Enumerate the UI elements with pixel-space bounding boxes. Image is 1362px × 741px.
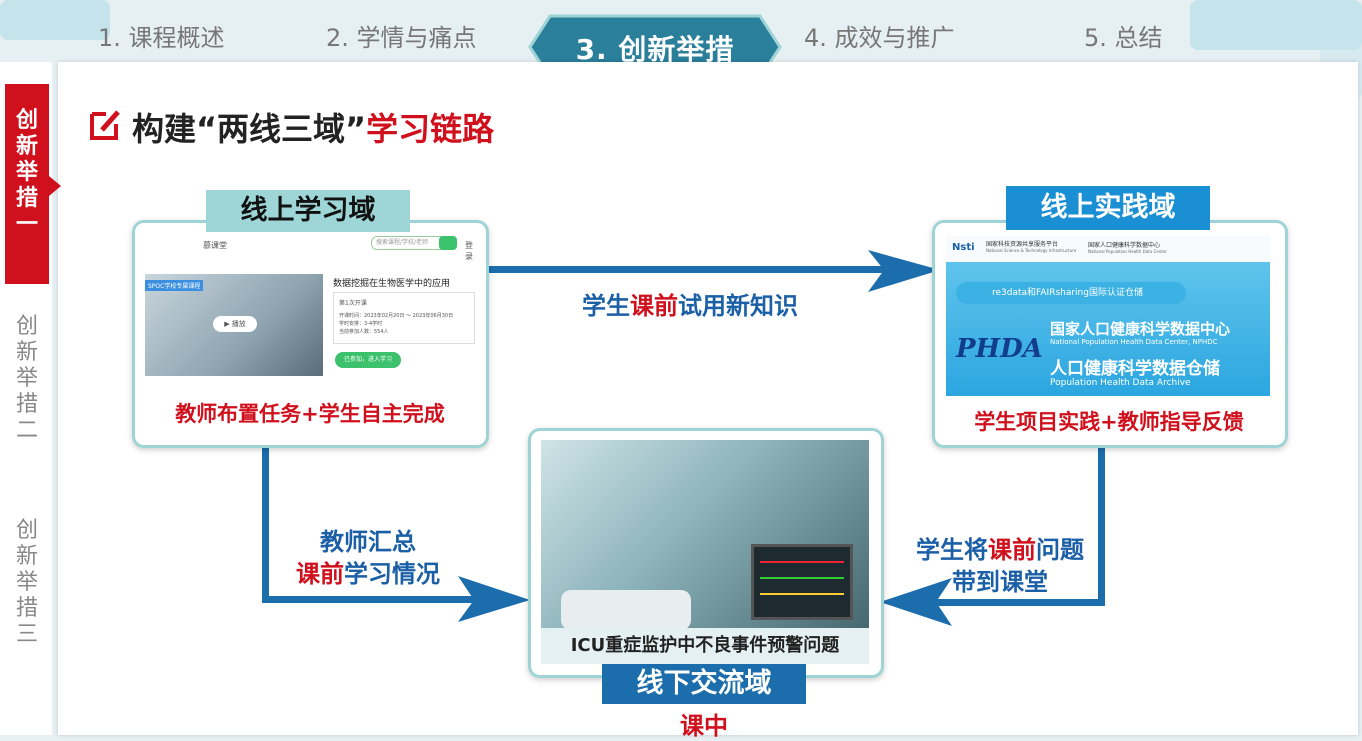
- bed-illustration: [561, 590, 691, 630]
- arrow-top-text: 学生课前试用新知识: [490, 286, 890, 321]
- arrow-right-line2: 带到课堂: [952, 568, 1048, 596]
- edit-icon: [90, 110, 120, 140]
- join-course-button[interactable]: 已参加，进入学习: [335, 352, 401, 368]
- course-students: 当前参加人数：554人: [339, 329, 389, 335]
- arrow-top-shaft: [484, 266, 888, 273]
- offline-exchange-label: 线下交流域: [602, 664, 806, 704]
- arrow-left-horizontal: [262, 596, 482, 603]
- arrow-right-text-part: 学生将: [916, 536, 988, 564]
- title-part-black: 构建“两线三域”: [132, 110, 367, 148]
- side-item-label: 创新举措二: [15, 314, 38, 443]
- in-class-label: 课中: [680, 712, 728, 740]
- icu-photo: ICU重症监护中不良事件预警问题: [541, 440, 869, 664]
- play-label: 播放: [231, 320, 246, 328]
- tab-results-promotion[interactable]: 4. 成效与推广: [804, 24, 955, 52]
- course-video-thumbnail[interactable]: SPOC学校专属课程 ▶ 播放: [145, 274, 323, 376]
- search-icon[interactable]: [439, 236, 457, 250]
- puzzle-piece-decoration: [0, 0, 110, 40]
- arrow-right-text-part: 课前: [988, 536, 1036, 564]
- side-item-label: 创新举措一: [15, 108, 38, 237]
- phda-cn-title: 国家人口健康科学数据中心: [1050, 320, 1231, 338]
- nsti-name-en: National Science & Technology Infrastruc…: [986, 248, 1077, 253]
- arrow-top-text-part: 试用新知识: [678, 292, 798, 320]
- side-item-measure-one[interactable]: 创新举措一: [5, 84, 61, 284]
- mooc-login-link[interactable]: 登录: [465, 241, 473, 261]
- arrow-right-text: 学生将课前问题 带到课堂: [890, 534, 1110, 598]
- arrow-left-text-part: 课前: [296, 560, 344, 588]
- arrow-right-horizontal: [930, 599, 1105, 606]
- tab-course-overview[interactable]: 1. 课程概述: [98, 24, 225, 52]
- arrow-left-vertical: [262, 446, 269, 602]
- arrow-top-text-part: 学生: [582, 292, 630, 320]
- mooc-screenshot: 慕课堂 搜索课程/学校/老师 登录 SPOC学校专属课程 ▶ 播放 数据挖掘在生…: [143, 232, 479, 388]
- side-item-label: 创新举措三: [15, 518, 38, 647]
- title-part-red: 学习链路: [366, 110, 495, 148]
- arrow-left-line1: 教师汇总: [320, 528, 416, 556]
- phda-cn-subtitle: 人口健康科学数据仓储: [1050, 359, 1220, 379]
- arrow-left-head: [458, 576, 530, 622]
- phda-logo: PHDA: [956, 334, 1043, 364]
- online-learning-caption: 教师布置任务+学生自主完成: [175, 402, 445, 426]
- phda-en-subtitle: Population Health Data Archive: [1050, 378, 1191, 388]
- course-term: 第1次开课: [339, 300, 367, 307]
- arrow-right-text-part: 问题: [1036, 536, 1084, 564]
- phda-en-title: National Population Health Data Center, …: [1050, 338, 1218, 346]
- arrow-left-text: 教师汇总 课前学习情况: [278, 526, 458, 590]
- center-name-small: 国家人口健康科学数据中心: [1088, 242, 1161, 249]
- arrow-right-head: [880, 578, 952, 626]
- arrow-left-text-part: 学习情况: [344, 560, 440, 588]
- course-hours: 学时安排：3-4学时: [339, 321, 383, 327]
- course-tag: SPOC学校专属课程: [145, 280, 204, 291]
- play-button[interactable]: ▶ 播放: [213, 316, 257, 332]
- active-tab-label: 3. 创新举措: [575, 33, 735, 66]
- side-item-measure-two[interactable]: 创新举措二: [5, 314, 49, 464]
- center-name-small-en: National Population Health Data Center: [1088, 249, 1167, 254]
- arrow-right-vertical: [1098, 442, 1105, 606]
- side-item-measure-three[interactable]: 创新举措三: [5, 518, 49, 668]
- page-title: 构建“两线三域”学习链路: [132, 104, 494, 150]
- mooc-brand: 慕课堂: [203, 241, 227, 250]
- course-title: 数据挖掘在生物医学中的应用: [333, 279, 451, 289]
- course-dates: 开课时间：2023年02月20日 ～ 2023年06月30日: [339, 313, 454, 319]
- monitor-illustration: [751, 544, 853, 620]
- online-practice-caption: 学生项目实践+教师指导反馈: [974, 410, 1244, 434]
- tab-summary[interactable]: 5. 总结: [1084, 24, 1163, 52]
- icu-caption: ICU重症监护中不良事件预警问题: [541, 628, 869, 664]
- tab-learning-situation[interactable]: 2. 学情与痛点: [326, 24, 477, 52]
- nsti-logo: Nsti: [952, 242, 975, 253]
- online-practice-label: 线上实践域: [1006, 186, 1210, 230]
- online-learning-label: 线上学习域: [206, 190, 410, 232]
- arrow-top-text-part: 课前: [630, 292, 678, 320]
- arrow-top-head: [868, 250, 940, 292]
- phda-screenshot: Nsti 国家科技资源共享服务平台 National Science & Tec…: [946, 236, 1270, 396]
- certification-banner: re3data和FAIRsharing国际认证仓储: [956, 282, 1186, 304]
- nsti-name: 国家科技资源共享服务平台: [986, 241, 1059, 248]
